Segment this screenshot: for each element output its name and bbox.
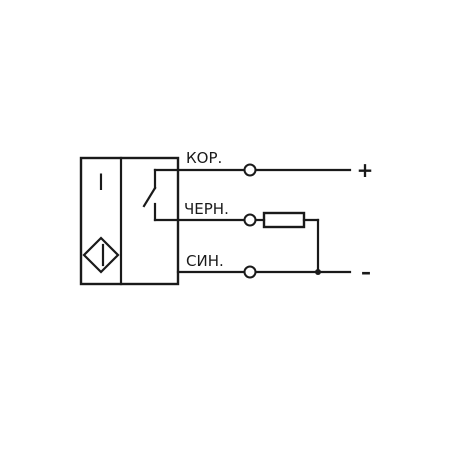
blue-wire-label: СИН. bbox=[186, 252, 224, 270]
black-terminal bbox=[243, 213, 257, 227]
sensor-symbol-label: I bbox=[98, 171, 105, 196]
diamond-sensor-icon bbox=[82, 236, 120, 274]
black-wire-label: ЧЕРН. bbox=[184, 200, 229, 218]
junction-node bbox=[315, 269, 321, 275]
no-switch-contact-icon bbox=[142, 168, 157, 222]
minus-polarity-label: – bbox=[361, 260, 371, 284]
brown-wire-label: КОР. bbox=[186, 149, 222, 167]
brown-terminal bbox=[243, 163, 257, 177]
resistor-load-icon bbox=[262, 211, 306, 229]
plus-polarity-label: + bbox=[357, 158, 374, 182]
blue-terminal bbox=[243, 265, 257, 279]
